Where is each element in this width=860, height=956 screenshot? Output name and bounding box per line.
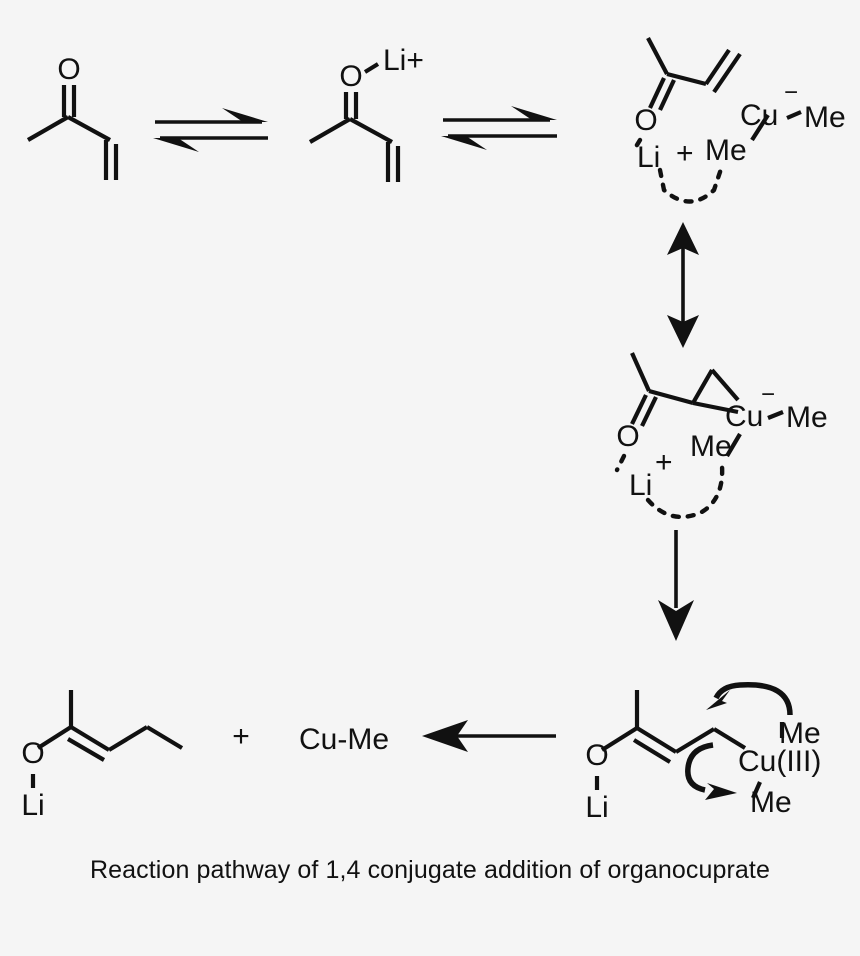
methyl-bridging-label: Me xyxy=(690,430,732,463)
bond-cc-b xyxy=(632,738,672,764)
bond-cu-me-lower xyxy=(725,432,742,458)
bond-o-li xyxy=(363,62,380,74)
bond-me-cu xyxy=(750,113,770,142)
dashed-o-li-bond xyxy=(614,453,627,473)
left-arrow-head xyxy=(422,720,468,752)
methyl-top-label: Me xyxy=(779,717,821,750)
bond-co-b xyxy=(640,396,658,427)
equilibrium-forward-head xyxy=(511,106,557,120)
structure-cu-iii-adduct: O Li Cu(III) Me Me xyxy=(585,682,821,824)
reductive-elimination-arrow-top-curve xyxy=(713,682,793,716)
lithium-charge: + xyxy=(655,446,673,479)
copper-label: Cu xyxy=(725,400,763,433)
down-arrow-head xyxy=(658,600,694,641)
single-arrow-left xyxy=(422,720,556,752)
bond-cc-a xyxy=(69,725,111,752)
structure-pi-complex: O Li + Me Cu − Me xyxy=(631,37,846,204)
lithium-label: Li xyxy=(21,789,44,822)
bond-ring-right xyxy=(710,368,740,402)
equilibrium-reverse-head xyxy=(153,138,199,152)
double-arrow-head-up xyxy=(667,222,699,255)
copper-label: Cu xyxy=(740,99,778,132)
equilibrium-arrow-1 xyxy=(153,108,268,152)
bond-ch2-up xyxy=(674,727,716,754)
methyl-terminal-label: Me xyxy=(786,401,828,434)
structure-cu-metallacyclopropane: O Li + Cu − Me Me xyxy=(614,352,828,519)
oxygen-label: O xyxy=(339,60,362,93)
methyl-bridging-label: Me xyxy=(705,134,747,167)
bond-methyl xyxy=(630,352,651,392)
single-arrow-down xyxy=(658,530,694,641)
bond-co-a xyxy=(648,77,666,109)
equilibrium-reverse-head xyxy=(441,136,487,150)
bond-ch2 xyxy=(107,725,149,752)
bond-cu-me xyxy=(767,410,784,420)
reductive-elimination-arrow-bottom-curve xyxy=(685,742,714,793)
bond-co-a xyxy=(630,394,648,425)
structure-methyl-vinyl-ketone: O xyxy=(26,53,119,180)
bond-methyl xyxy=(26,115,70,142)
dashed-li-me-interaction xyxy=(657,163,725,204)
byproduct-label: Cu-Me xyxy=(299,723,389,756)
lithium-label: Li xyxy=(637,141,660,174)
plus-sign: + xyxy=(232,720,250,753)
equilibrium-arrow-2 xyxy=(441,106,557,150)
bond-cc-a xyxy=(635,726,678,754)
bond-methyl xyxy=(308,117,352,144)
lithium-label: Li xyxy=(585,791,608,824)
bond-cu-me-bottom xyxy=(751,781,762,799)
double-headed-arrow-vertical xyxy=(667,222,699,348)
methyl-bottom-label: Me xyxy=(750,786,792,819)
copper-charge: − xyxy=(761,381,775,408)
oxygen-label: O xyxy=(634,104,657,137)
figure-caption: Reaction pathway of 1,4 conjugate additi… xyxy=(90,856,770,884)
bond-vinyl-b xyxy=(712,52,742,94)
equilibrium-forward-head xyxy=(222,108,268,122)
bond-ring-base xyxy=(692,400,739,415)
dashed-o-li-bond xyxy=(631,137,643,153)
oxygen-label: O xyxy=(57,53,80,86)
bond-vinyl-a xyxy=(704,48,731,86)
bond-c-o xyxy=(36,725,73,750)
methyl-terminal-label: Me xyxy=(804,101,846,134)
reductive-elimination-arrow-top-head xyxy=(706,690,730,710)
structure-lithium-enolate: O Li+ xyxy=(308,44,424,182)
bond-cc-b xyxy=(66,737,106,762)
bond-co-b xyxy=(658,79,676,111)
oxygen-label: O xyxy=(21,737,44,770)
bond-ch2-cu xyxy=(712,727,747,750)
bond-c-alpha xyxy=(66,115,112,142)
lithium-label: Li+ xyxy=(383,44,424,77)
dashed-li-me-interaction xyxy=(645,463,725,519)
copper-charge: − xyxy=(784,79,798,106)
bond-c-o xyxy=(600,726,639,752)
oxygen-label: O xyxy=(585,739,608,772)
bond-c-alpha xyxy=(348,117,394,144)
lithium-charge: + xyxy=(676,137,694,170)
bond-ch3 xyxy=(145,725,184,750)
bond-c-alpha xyxy=(666,71,707,87)
double-arrow-head-down xyxy=(667,315,699,348)
bond-ring-left xyxy=(691,368,714,405)
bond-c-alpha xyxy=(648,388,694,406)
copper-label: Cu(III) xyxy=(738,745,821,778)
lithium-label: Li xyxy=(629,469,652,502)
bond-methyl xyxy=(646,37,669,75)
reductive-elimination-arrow-bottom-head xyxy=(705,783,737,800)
oxygen-label: O xyxy=(616,420,639,453)
structure-lithium-enolate-product: O Li xyxy=(21,690,184,822)
bond-cu-me xyxy=(786,110,802,120)
